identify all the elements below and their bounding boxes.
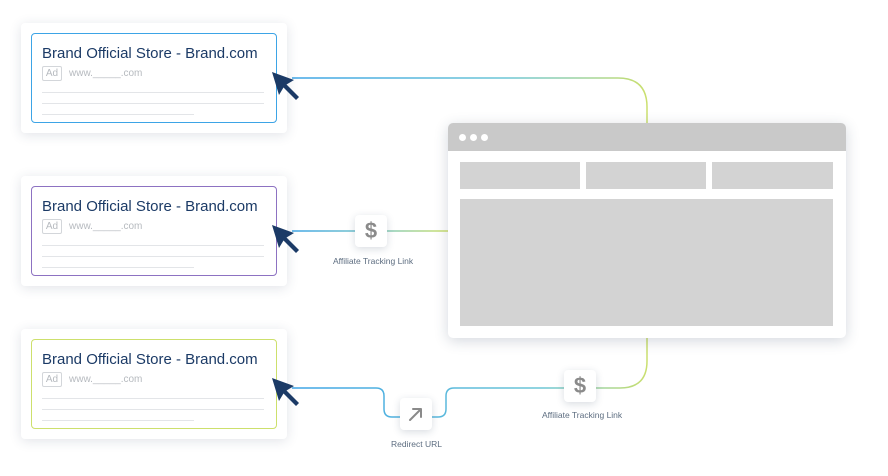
ad-text-line: [42, 409, 264, 410]
affiliate-link-node: $: [564, 370, 596, 402]
browser-nav-block: [460, 162, 580, 189]
arrow-up-right-icon: [409, 408, 422, 421]
window-dot-icon: [459, 134, 466, 141]
affiliate-link-node: $: [355, 215, 387, 247]
ad-badge: Ad: [42, 66, 62, 81]
window-dot-icon: [481, 134, 488, 141]
window-dot-icon: [470, 134, 477, 141]
dollar-icon: $: [364, 218, 378, 243]
ad-title[interactable]: Brand Official Store - Brand.com: [42, 351, 258, 368]
ad-title[interactable]: Brand Official Store - Brand.com: [42, 198, 258, 215]
ad-text-line: [42, 245, 264, 246]
ad-card-3[interactable]: Brand Official Store - Brand.com Ad www.…: [21, 329, 287, 439]
redirect-caption: Redirect URL: [391, 439, 443, 449]
cursor-arrow-icon: [272, 378, 299, 406]
browser-window: [448, 123, 846, 338]
ad-title[interactable]: Brand Official Store - Brand.com: [42, 45, 258, 62]
affiliate-link-caption: Affiliate Tracking Link: [333, 256, 414, 266]
cursor-arrow-icon: [272, 72, 299, 100]
ad-text-line: [42, 256, 264, 257]
ad-url: www._____.com: [69, 68, 143, 79]
ad-badge: Ad: [42, 219, 62, 234]
ad-card-2[interactable]: Brand Official Store - Brand.com Ad www.…: [21, 176, 287, 286]
browser-content-block: [460, 199, 833, 326]
ad-text-line: [42, 267, 194, 268]
cursor-arrow-icon: [272, 225, 299, 253]
affiliate-link-caption: Affiliate Tracking Link: [542, 410, 623, 420]
ad-text-line: [42, 398, 264, 399]
ad-card-border: Brand Official Store - Brand.com Ad www.…: [31, 33, 277, 123]
connector-top: [292, 77, 648, 123]
redirect-node: [400, 398, 432, 430]
ad-card-1[interactable]: Brand Official Store - Brand.com Ad www.…: [21, 23, 287, 133]
browser-nav-block: [712, 162, 833, 189]
ad-card-border: Brand Official Store - Brand.com Ad www.…: [31, 186, 277, 276]
browser-nav-block: [586, 162, 706, 189]
ad-url: www._____.com: [69, 374, 143, 385]
ad-text-line: [42, 103, 264, 104]
ad-text-line: [42, 420, 194, 421]
connector-bottom: [292, 338, 648, 418]
ad-url: www._____.com: [69, 221, 143, 232]
browser-titlebar: [448, 123, 846, 151]
ad-text-line: [42, 92, 264, 93]
dollar-icon: $: [573, 373, 587, 398]
ad-badge: Ad: [42, 372, 62, 387]
ad-text-line: [42, 114, 194, 115]
ad-card-border: Brand Official Store - Brand.com Ad www.…: [31, 339, 277, 429]
